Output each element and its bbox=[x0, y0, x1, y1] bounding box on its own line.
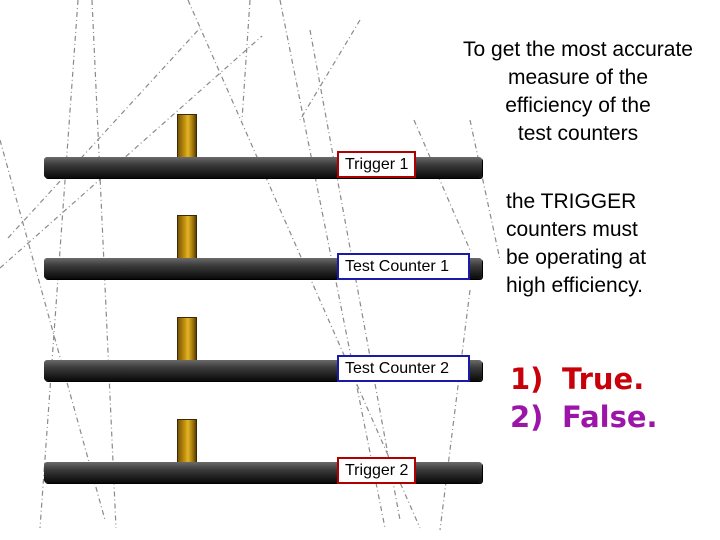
answer-text: False. bbox=[562, 400, 658, 434]
question-title-line: test counters bbox=[517, 122, 639, 145]
particle-track bbox=[299, 19, 361, 121]
question-body-line: the TRIGGER bbox=[506, 190, 637, 213]
question-title-line: measure of the bbox=[507, 66, 649, 89]
answer-number: 1) bbox=[510, 362, 544, 396]
particle-track bbox=[0, 35, 263, 269]
question-body: the TRIGGER counters must be operating a… bbox=[506, 188, 706, 300]
question-title-line: To get the most accurate bbox=[463, 38, 693, 61]
answer-list: 1) True. 2) False. bbox=[510, 360, 658, 436]
counter-post bbox=[177, 215, 197, 260]
counter-label-test-2: Test Counter 2 bbox=[337, 355, 470, 382]
answer-false[interactable]: 2) False. bbox=[510, 398, 658, 436]
counter-post bbox=[177, 317, 197, 362]
question-title-line: efficiency of the bbox=[505, 94, 651, 117]
particle-track bbox=[7, 27, 201, 239]
question-title: To get the most accurate measure of the … bbox=[440, 36, 716, 148]
counter-label-trigger-1: Trigger 1 bbox=[337, 151, 417, 178]
question-body-line: be operating at bbox=[506, 246, 647, 269]
question-body-line: high efficiency. bbox=[506, 274, 643, 297]
counter-label-trigger-2: Trigger 2 bbox=[337, 457, 417, 484]
particle-track bbox=[0, 139, 106, 521]
answer-true[interactable]: 1) True. bbox=[510, 360, 658, 398]
particle-track bbox=[439, 289, 471, 531]
particle-track bbox=[241, 0, 251, 121]
question-body-line: counters must bbox=[506, 218, 638, 241]
counter-post bbox=[177, 114, 197, 159]
counter-post bbox=[177, 419, 197, 464]
particle-track bbox=[279, 0, 386, 529]
answer-number: 2) bbox=[510, 400, 544, 434]
answer-text: True. bbox=[562, 362, 645, 396]
counter-label-test-1: Test Counter 1 bbox=[337, 253, 470, 280]
